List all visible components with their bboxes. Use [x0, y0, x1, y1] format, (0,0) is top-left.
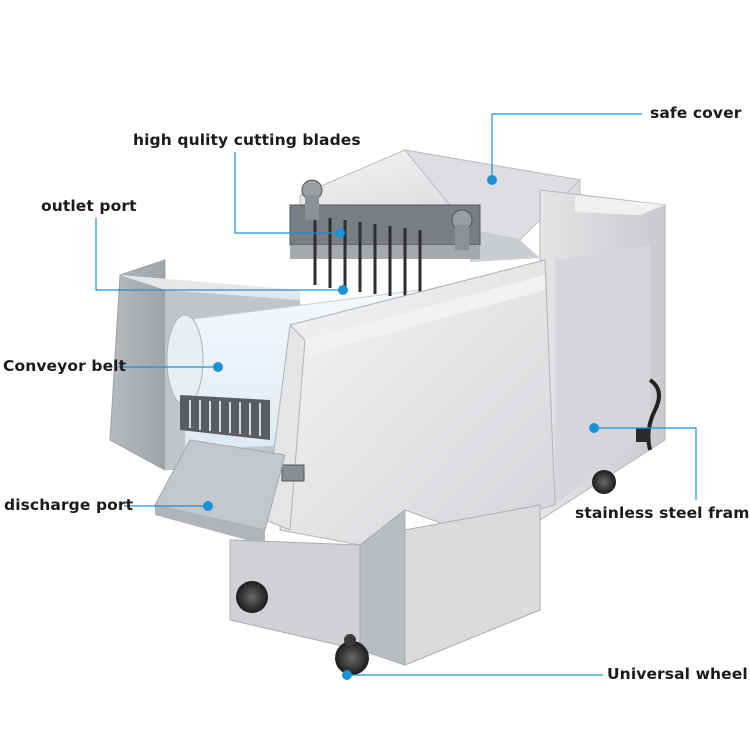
safe-cover — [299, 149, 582, 262]
label-outlet-port: outlet port — [41, 197, 137, 215]
universal-wheels — [236, 470, 616, 675]
label-universal-wheel: Universal wheel — [607, 665, 748, 683]
label-cutting-blades: high qulity cutting blades — [133, 131, 361, 149]
stainless-steel-frame — [539, 189, 666, 521]
outlet-port — [264, 259, 556, 546]
cutting-blades — [289, 179, 481, 296]
leader-safe-cover — [491, 113, 642, 180]
lower-base — [229, 504, 541, 666]
label-conveyor-belt: Conveyor belt — [3, 357, 127, 375]
label-safe-cover: safe cover — [650, 104, 742, 122]
label-stainless-steel-frame: stainless steel frame — [575, 504, 750, 522]
label-discharge-port: discharge port — [4, 496, 134, 514]
discharge-port — [154, 439, 286, 545]
leader-frame — [594, 427, 697, 500]
leader-dots — [203, 175, 599, 680]
leader-lines — [95, 113, 697, 676]
leader-outlet-port — [95, 218, 343, 291]
leader-cutting-blades — [234, 152, 340, 234]
